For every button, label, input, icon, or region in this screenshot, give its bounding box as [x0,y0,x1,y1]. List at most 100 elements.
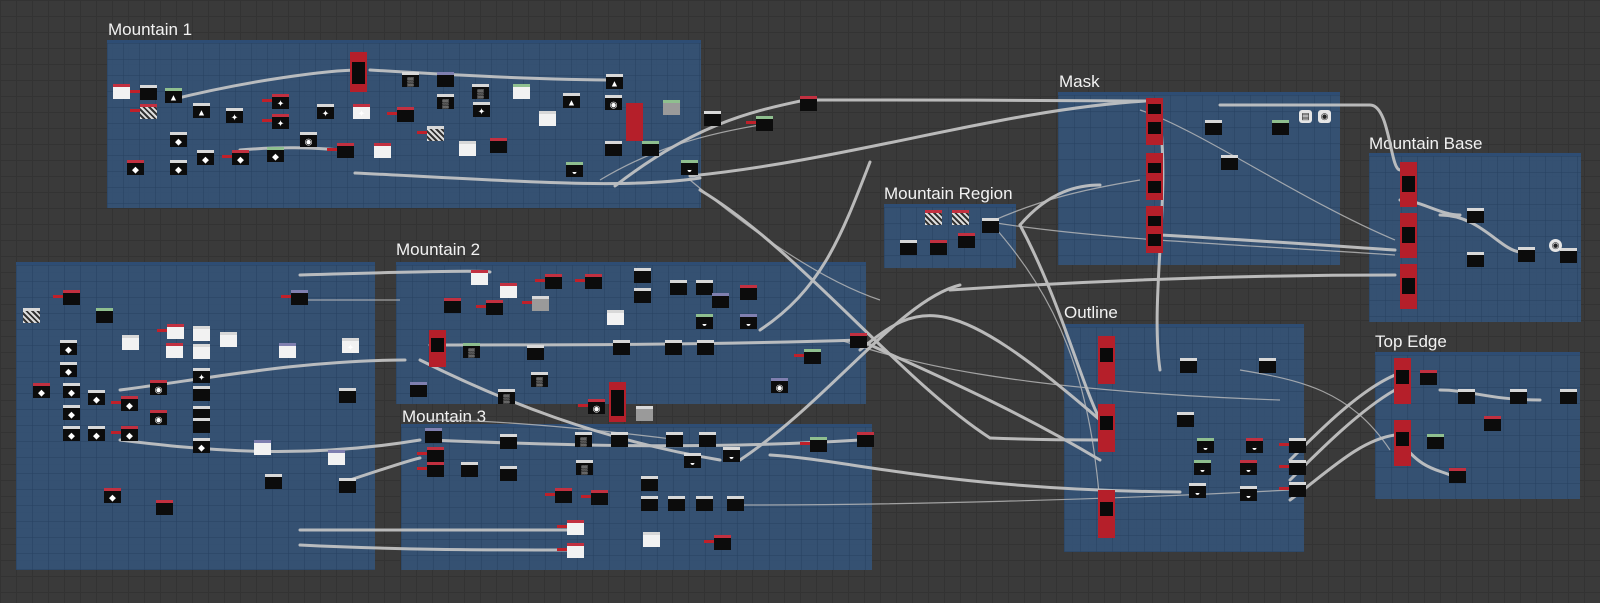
graph-node[interactable]: ▲ [193,103,210,118]
graph-node[interactable]: ◉ [150,380,167,395]
graph-node[interactable] [982,218,999,233]
input-port[interactable] [417,131,427,134]
multi-output-node[interactable] [1394,358,1411,404]
graph-node[interactable] [557,543,584,558]
graph-node[interactable] [641,496,658,511]
graph-node[interactable] [643,532,660,547]
graph-node[interactable] [1180,358,1197,373]
graph-node[interactable] [96,308,113,323]
input-port[interactable] [557,525,567,528]
graph-node[interactable] [634,288,651,303]
graph-node[interactable]: ▒ [437,94,454,109]
graph-node[interactable]: ◒ [1189,483,1206,498]
graph-node[interactable] [130,85,157,100]
input-port[interactable] [222,155,232,158]
input-port[interactable] [575,279,585,282]
graph-node[interactable]: ◒ [684,453,701,468]
graph-node[interactable] [665,340,682,355]
multi-output-node[interactable] [1146,153,1163,200]
graph-node[interactable] [374,143,391,158]
input-port[interactable] [535,279,545,282]
graph-node[interactable]: ◆ [33,383,50,398]
graph-node[interactable]: ◆ [127,160,144,175]
input-port[interactable] [130,90,140,93]
graph-node[interactable]: ✦ [262,114,289,129]
graph-node[interactable] [1467,252,1484,267]
graph-node[interactable] [1518,247,1535,262]
input-port[interactable] [794,354,804,357]
graph-node[interactable] [459,141,476,156]
graph-node[interactable] [339,478,356,493]
input-port[interactable] [281,295,291,298]
graph-node[interactable] [704,111,721,126]
graph-node[interactable]: ◒ [1240,460,1257,475]
graph-node[interactable] [605,141,622,156]
multi-output-node[interactable] [1400,162,1417,207]
graph-node[interactable]: ◉ [578,399,605,414]
graph-node[interactable] [1449,468,1466,483]
graph-node[interactable] [1177,412,1194,427]
graph-node[interactable] [670,280,687,295]
graph-node[interactable] [1279,482,1306,497]
graph-node[interactable]: ◒ [681,160,698,175]
graph-node[interactable]: ✦ [317,104,334,119]
graph-node[interactable] [535,274,562,289]
graph-node[interactable] [1221,155,1238,170]
graph-node[interactable]: ◆ [193,438,210,453]
graph-node[interactable] [800,96,817,111]
graph-node[interactable]: ✦ [473,102,490,117]
graph-node[interactable] [575,274,602,289]
blend-icon[interactable]: ◉ [1318,110,1331,123]
input-port[interactable] [417,452,427,455]
input-port[interactable] [1279,443,1289,446]
graph-node[interactable]: ▲ [563,93,580,108]
graph-node[interactable] [513,84,530,99]
graph-node[interactable] [281,290,308,305]
graph-node[interactable] [581,490,608,505]
input-port[interactable] [130,109,140,112]
graph-node[interactable]: ◒ [1246,438,1263,453]
graph-node[interactable]: ✦ [342,338,359,353]
multi-output-node[interactable] [350,52,367,92]
graph-node[interactable] [642,141,659,156]
graph-node[interactable] [265,474,282,489]
graph-node[interactable]: ◆ [60,340,77,355]
graph-node[interactable] [461,462,478,477]
graph-node[interactable] [925,210,942,225]
graph-node[interactable] [417,126,444,141]
graph-node[interactable]: ◉ [150,410,167,425]
input-port[interactable] [476,305,486,308]
graph-node[interactable]: ◆ [88,426,105,441]
graph-node[interactable]: ◒ [566,162,583,177]
graph-node[interactable] [193,344,210,359]
graph-node[interactable] [607,310,624,325]
graph-node[interactable] [23,308,40,323]
graph-node[interactable]: ◉ [771,378,788,393]
graph-node[interactable]: ✦ [193,368,210,383]
graph-node[interactable] [740,285,757,300]
graph-node[interactable] [930,240,947,255]
input-port[interactable] [522,301,532,304]
graph-node[interactable]: ◉ [300,132,317,147]
graph-node[interactable]: ◒ [1197,438,1214,453]
graph-node[interactable] [663,100,680,115]
multi-output-node[interactable] [1394,420,1411,466]
input-port[interactable] [327,148,337,151]
graph-node[interactable]: ◆ [63,405,80,420]
graph-node[interactable]: ◆ [104,488,121,503]
graph-node[interactable] [613,340,630,355]
graph-node[interactable] [800,437,827,452]
graph-node[interactable]: ▒ [575,432,592,447]
graph-node[interactable]: ▲ [165,88,182,103]
frame-mask[interactable] [1058,92,1340,265]
graph-node[interactable] [156,500,173,515]
graph-node[interactable]: ◆ [170,132,187,147]
graph-node[interactable] [545,488,572,503]
graph-node[interactable] [527,345,544,360]
graph-node[interactable] [666,432,683,447]
graph-node[interactable]: ▒ [463,343,480,358]
graph-node[interactable] [1560,248,1577,263]
graph-node[interactable]: ◆ [222,150,249,165]
frame-mountain-1[interactable] [107,40,701,208]
graph-node[interactable]: ◆ [63,383,80,398]
